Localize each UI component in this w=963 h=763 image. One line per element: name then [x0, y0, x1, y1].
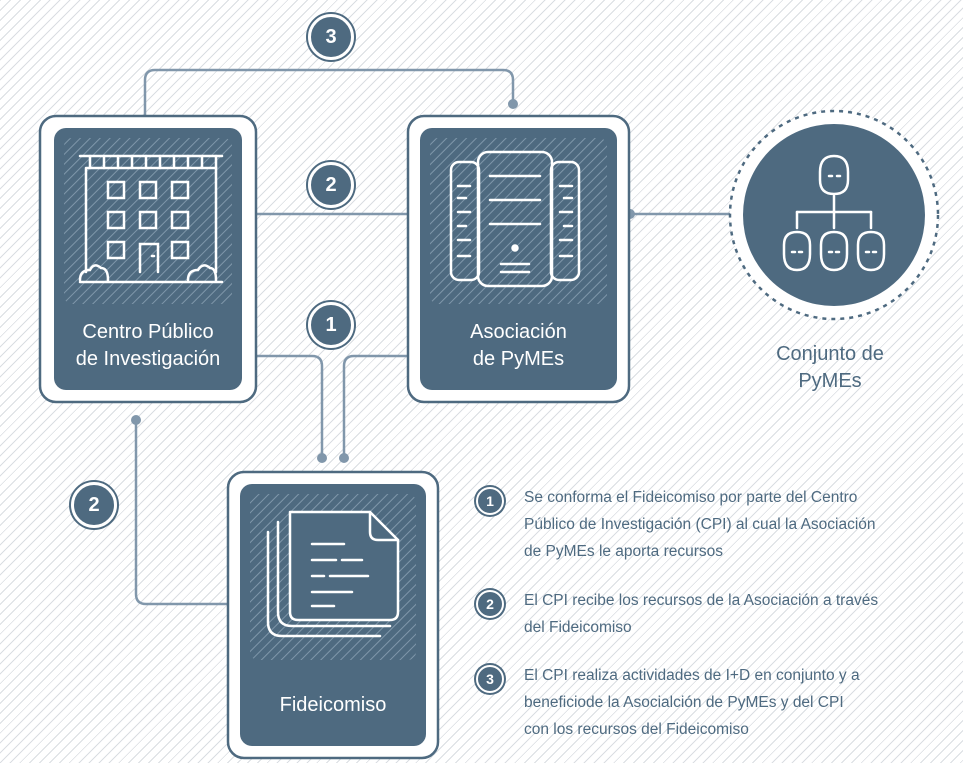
legend-text: Se conforma el Fideicomiso por parte del…: [524, 489, 876, 560]
documents-icon: [266, 510, 400, 638]
asociacion-label: Asociación de PyMEs: [470, 321, 567, 370]
node-cpi[interactable]: [38, 114, 258, 404]
step-badge-2-middle: 2: [308, 162, 354, 208]
legend-number-badge: 3: [476, 665, 504, 693]
node-asociacion[interactable]: [406, 114, 631, 404]
node-fideicomiso[interactable]: [226, 470, 440, 760]
step-badge-2-left: 2: [71, 482, 117, 528]
legend-number-badge: 1: [476, 487, 504, 515]
server-rack-icon: [449, 150, 581, 288]
legend-text: El CPI recibe los recursos de la Asociac…: [524, 592, 879, 636]
step-badge-1: 1: [308, 302, 354, 348]
connector-lines: [134, 68, 740, 606]
org-chart-people-icon: [782, 154, 886, 272]
connector-1-asociacion-fideicomiso: [342, 354, 408, 458]
step-badge-3: 3: [308, 14, 354, 60]
cpi-label: Centro Público de Investigación: [75, 321, 221, 370]
node-conjunto[interactable]: [728, 109, 940, 321]
fideicomiso-label: Fideicomiso: [279, 694, 387, 716]
connector-dots: [131, 99, 635, 463]
connector-3-top: [143, 68, 515, 116]
building-icon: [78, 154, 224, 284]
legend-text: El CPI realiza actividades de I+D en con…: [524, 667, 860, 738]
connector-1-cpi-fideicomiso: [256, 354, 324, 458]
legend-number-badge: 2: [476, 590, 504, 618]
conjunto-label: Conjunto de PyMEs: [776, 343, 884, 392]
connector-2-left: [134, 420, 228, 606]
